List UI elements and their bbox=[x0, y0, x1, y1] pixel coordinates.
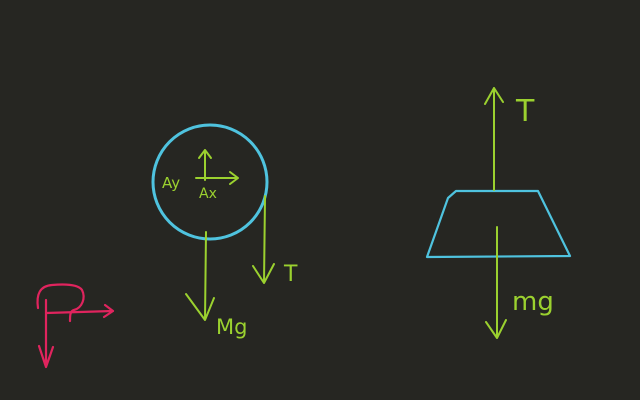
axes-x-arrow bbox=[44, 303, 115, 319]
pulley-ax-arrow bbox=[195, 171, 239, 185]
pulley-weight-arrow bbox=[185, 231, 215, 321]
pulley-circle bbox=[151, 123, 269, 241]
block-tension-label: T bbox=[515, 94, 535, 129]
pulley-weight-label: Mg bbox=[216, 315, 247, 339]
block-weight-arrow bbox=[485, 226, 507, 339]
pulley-ay-arrow bbox=[198, 149, 212, 181]
block-outline bbox=[425, 189, 572, 259]
axes-y-arrow bbox=[37, 298, 55, 369]
pulley-tension-label: T bbox=[283, 262, 298, 287]
block-weight-label: mg bbox=[512, 287, 554, 317]
pulley-ay-label: Ay bbox=[162, 174, 180, 192]
axes-rotation-arc bbox=[36, 283, 85, 323]
pulley-tension-arrow bbox=[252, 195, 275, 284]
xy-axes-icon bbox=[36, 283, 115, 369]
pulley-ax-label: Ax bbox=[199, 186, 217, 202]
block-tension-arrow bbox=[484, 87, 504, 191]
